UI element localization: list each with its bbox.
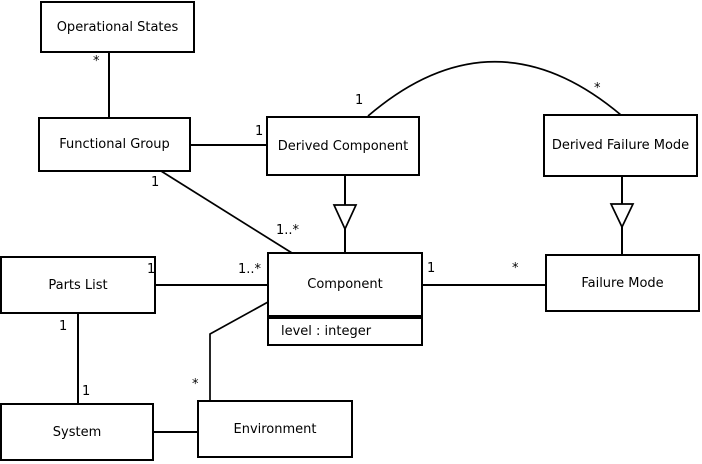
class-component-name: Component xyxy=(307,277,383,292)
multiplicity-environment-component-star: * xyxy=(192,377,199,392)
class-component: Component xyxy=(267,252,423,317)
class-derived-failure-mode-name: Derived Failure Mode xyxy=(551,138,690,153)
class-derived-component: Derived Component xyxy=(266,116,420,176)
class-component-attribute-level: level : integer xyxy=(281,324,372,339)
class-component-attribute-compartment: level : integer xyxy=(267,317,423,346)
class-system-name: System xyxy=(52,424,102,440)
multiplicity-arc-derivedcomponent-one: 1 xyxy=(355,93,364,108)
multiplicity-operationalstates-star: * xyxy=(93,54,100,69)
multiplicity-component-failuremode-star: * xyxy=(512,261,519,276)
multiplicity-partslist-system-one-bottom: 1 xyxy=(82,384,91,399)
association-arc-derivedcomponent-derivedfailuremode xyxy=(367,60,622,117)
class-derived-component-name: Derived Component xyxy=(277,138,409,154)
multiplicity-functionalgroup-derivedcomponent-one: 1 xyxy=(255,124,264,139)
class-failure-mode-name: Failure Mode xyxy=(581,275,664,291)
multiplicity-component-failuremode-one: 1 xyxy=(427,261,436,276)
association-functionalgroup-component xyxy=(160,170,293,254)
generalization-arrow-derivedfailuremode xyxy=(609,203,635,229)
multiplicity-partslist-component-onestar: 1..* xyxy=(238,262,262,277)
class-failure-mode: Failure Mode xyxy=(545,254,700,312)
class-derived-failure-mode: Derived Failure Mode xyxy=(543,114,698,177)
multiplicity-partslist-component-one: 1 xyxy=(147,262,156,277)
class-parts-list: Parts List xyxy=(0,256,156,314)
multiplicity-functionalgroup-diagonal-one: 1 xyxy=(151,175,160,190)
class-functional-group-name: Functional Group xyxy=(59,137,170,152)
association-environment-component xyxy=(209,301,269,401)
multiplicity-functionalgroup-component-onestar: 1..* xyxy=(276,223,300,238)
generalization-arrow-derivedcomponent xyxy=(332,204,358,232)
class-operational-states-name: Operational States xyxy=(56,19,179,35)
class-functional-group: Functional Group xyxy=(38,117,191,172)
multiplicity-arc-derivedfailuremode-star: * xyxy=(594,81,601,96)
multiplicity-partslist-system-one-top: 1 xyxy=(59,319,68,334)
class-environment-name: Environment xyxy=(233,421,317,437)
class-environment: Environment xyxy=(197,400,353,458)
class-system: System xyxy=(0,403,154,461)
class-operational-states: Operational States xyxy=(40,1,195,53)
class-parts-list-name: Parts List xyxy=(48,277,108,293)
